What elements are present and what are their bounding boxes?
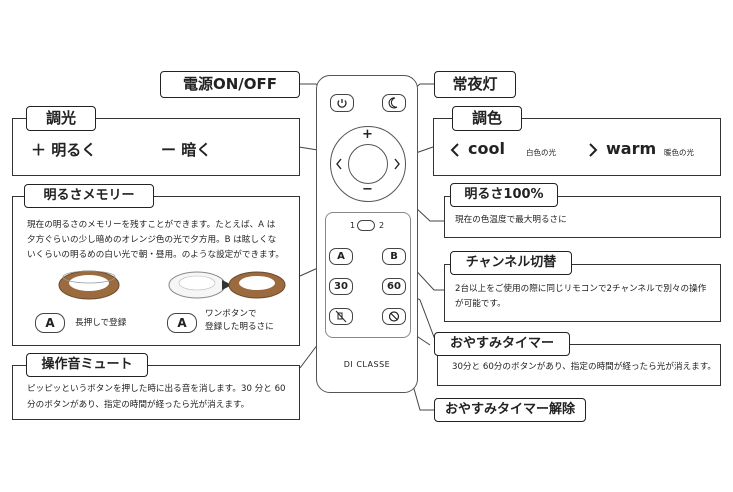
memory-desc-3: いくらいの明るめの白い光で朝・昼用。のような設定ができます。 — [27, 250, 284, 260]
a-button[interactable]: A — [329, 248, 353, 265]
memory-desc-2: 夕方ぐらいの少し暗めのオレンジ色の光で夕方用。B は眩しくな — [27, 235, 277, 245]
channel-label: チャンネル切替 — [450, 251, 572, 275]
moon-icon — [388, 97, 398, 109]
timer-cancel-label: おやすみタイマー解除 — [434, 398, 586, 422]
memory-box: 現在の明るさのメモリーを残すことができます。たとえば、A は 夕方ぐらいの少し暗… — [12, 196, 300, 346]
warm-sub: 暖色の光 — [664, 148, 694, 157]
arrow-right-icon — [222, 280, 232, 290]
timer-30-button[interactable]: 30 — [329, 278, 353, 295]
power-button[interactable] — [330, 94, 354, 112]
timer-desc: 30分と 60分のボタンがあり、指定の時間が経ったら光が消えます。 — [452, 362, 717, 372]
channel-desc-1: 2台以上をご使用の際に同じリモコンで2チャンネルで別々の操作 — [455, 284, 707, 294]
timer-label: おやすみタイマー — [434, 332, 570, 356]
dimming-plus: ＋ 明るく — [31, 141, 97, 159]
lamp-white-illustration — [168, 271, 226, 299]
dpad-left-icon[interactable] — [335, 158, 343, 170]
chevron-left-icon — [450, 143, 459, 157]
power-label: 電源ON/OFF — [160, 71, 300, 98]
mute-button[interactable] — [329, 308, 353, 325]
cancel-icon — [388, 311, 400, 322]
timer-60-button[interactable]: 60 — [382, 278, 406, 295]
nightlight-label: 常夜灯 — [434, 71, 516, 98]
switch-label-1: 1 — [350, 221, 356, 230]
memory-label: 明るさメモリー — [24, 184, 154, 208]
channel-desc-2: が可能です。 — [455, 299, 506, 309]
dimming-minus: ー 暗く — [161, 141, 212, 159]
dpad-right-icon[interactable] — [393, 158, 401, 170]
bright100-label: 明るさ100% — [450, 183, 558, 207]
mute-desc-1: ピッピッというボタンを押した時に出る音を消します。30 分と 60 — [27, 384, 286, 394]
mute-label: 操作音ミュート — [26, 353, 148, 377]
dpad-ring[interactable] — [330, 126, 406, 202]
dpad-plus[interactable]: + — [362, 127, 373, 142]
lamp-orange-illustration — [58, 270, 120, 300]
lamp-orange-result-illustration — [228, 271, 286, 299]
memory-a-icon-2: A — [167, 313, 197, 333]
remote-lower-panel — [325, 212, 411, 338]
remote-body: + − 1 2 A B 30 60 DI CLASSE — [316, 75, 418, 393]
b-button[interactable]: B — [382, 248, 406, 265]
mute-desc-2: 分のボタンがあり、指定の時間が経ったら光が消えます。 — [27, 400, 250, 410]
memory-a-icon-1: A — [35, 313, 65, 333]
memory-desc-1: 現在の明るさのメモリーを残すことができます。たとえば、A は — [27, 220, 276, 230]
channel-switch[interactable] — [357, 220, 375, 231]
color-label: 調色 — [452, 106, 522, 131]
switch-label-2: 2 — [379, 221, 385, 230]
remote-brand: DI CLASSE — [343, 360, 391, 369]
chevron-right-icon — [589, 143, 598, 157]
cool-label: cool — [468, 139, 505, 158]
nightlight-button[interactable] — [382, 94, 406, 112]
mute-icon — [335, 310, 347, 323]
dpad-minus[interactable]: − — [362, 182, 373, 197]
power-icon — [337, 99, 347, 108]
dpad-center-button[interactable] — [348, 144, 388, 184]
cool-sub: 白色の光 — [526, 148, 556, 157]
memory-a2-text-1: ワンボタンで — [205, 309, 257, 319]
memory-a1-text: 長押しで登録 — [75, 318, 127, 328]
bright100-desc: 現在の色温度で最大明るさに — [455, 215, 567, 225]
timer-box: 30分と 60分のボタンがあり、指定の時間が経ったら光が消えます。 — [437, 344, 721, 386]
timer-cancel-button[interactable] — [382, 308, 406, 325]
memory-a2-text-2: 登録した明るさに — [205, 322, 274, 332]
warm-label: warm — [606, 139, 657, 158]
dimming-label: 調光 — [26, 106, 96, 131]
